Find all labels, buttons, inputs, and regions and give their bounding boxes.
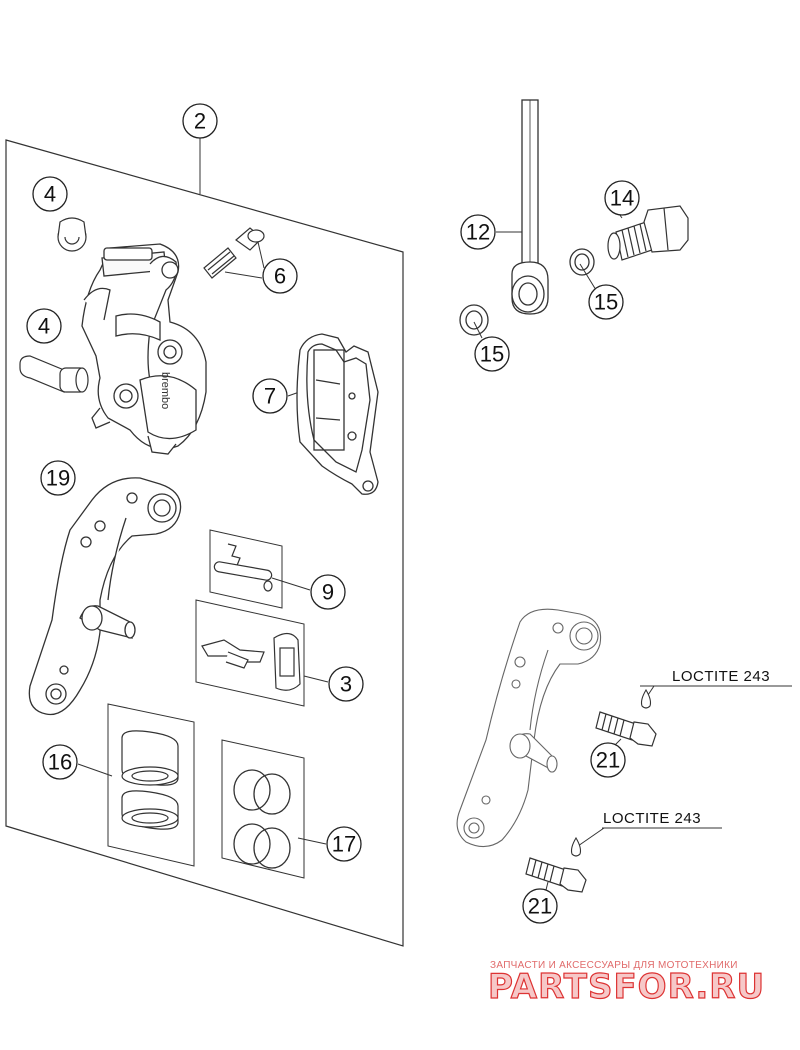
leader-lines xyxy=(77,138,792,891)
callout-21-upper: 21 xyxy=(590,742,626,778)
svg-text:2: 2 xyxy=(194,109,206,134)
bleed-cap-part xyxy=(57,217,87,252)
callout-14: 14 xyxy=(604,180,640,216)
brake-caliper-body xyxy=(81,243,207,455)
svg-text:16: 16 xyxy=(48,750,72,775)
svg-text:17: 17 xyxy=(332,832,356,857)
svg-text:15: 15 xyxy=(594,290,618,315)
callout-4-upper: 4 xyxy=(32,176,68,212)
loctite-note-lower: LOCTITE 243 xyxy=(603,810,701,827)
svg-text:15: 15 xyxy=(480,342,504,367)
spring-kit-box xyxy=(195,599,305,707)
svg-text:14: 14 xyxy=(610,186,634,211)
brake-line-part xyxy=(511,99,549,315)
svg-text:21: 21 xyxy=(528,894,552,919)
callout-15-right: 15 xyxy=(588,284,624,320)
bleed-screw-part xyxy=(203,227,265,279)
svg-text:4: 4 xyxy=(44,182,56,207)
copper-washer-lower xyxy=(459,304,489,336)
assembled-bracket-ghost xyxy=(456,608,602,848)
callout-21-lower: 21 xyxy=(522,888,558,924)
callout-17: 17 xyxy=(326,826,362,862)
svg-text:12: 12 xyxy=(466,220,490,245)
mounting-bolt-upper xyxy=(595,711,657,747)
guide-pin-part xyxy=(19,355,89,393)
pin-kit-box xyxy=(209,529,283,609)
caliper-kit-panel xyxy=(5,139,404,947)
caliper-brand-mark: brembo xyxy=(159,372,171,409)
callout-7: 7 xyxy=(252,378,288,414)
watermark-tagline: ЗАПЧАСТИ И АКСЕССУАРЫ ДЛЯ МОТОТЕХНИКИ xyxy=(490,960,738,971)
callout-12: 12 xyxy=(460,214,496,250)
callout-3: 3 xyxy=(328,666,364,702)
svg-text:19: 19 xyxy=(46,466,70,491)
svg-text:6: 6 xyxy=(274,264,286,289)
svg-text:4: 4 xyxy=(38,314,50,339)
spring-kit-items xyxy=(201,632,301,691)
pin-kit-items xyxy=(213,543,273,592)
svg-text:21: 21 xyxy=(596,748,620,773)
loctite-drop-upper xyxy=(640,688,652,709)
seal-kit-box xyxy=(221,739,305,879)
callout-16: 16 xyxy=(42,744,78,780)
callout-15-left: 15 xyxy=(474,336,510,372)
watermark-logo: PARTSFOR.RU xyxy=(488,967,765,1007)
callout-4-lower: 4 xyxy=(26,308,62,344)
svg-text:3: 3 xyxy=(340,672,352,697)
svg-text:9: 9 xyxy=(322,580,334,605)
callout-2: 2 xyxy=(182,103,218,139)
caliper-bracket-part xyxy=(28,477,182,716)
seal-items xyxy=(233,769,291,869)
copper-washer-upper xyxy=(569,248,595,276)
loctite-note-upper: LOCTITE 243 xyxy=(672,668,770,685)
callout-9: 9 xyxy=(310,574,346,610)
piston-kit-box xyxy=(107,703,195,867)
loctite-drop-lower xyxy=(570,836,582,857)
banjo-bolt-part xyxy=(607,205,689,261)
mounting-bolt-lower xyxy=(525,857,587,893)
callout-19: 19 xyxy=(40,460,76,496)
brake-pad-part xyxy=(296,333,379,495)
callout-6: 6 xyxy=(262,258,298,294)
piston-items xyxy=(121,730,179,830)
svg-text:7: 7 xyxy=(264,384,276,409)
